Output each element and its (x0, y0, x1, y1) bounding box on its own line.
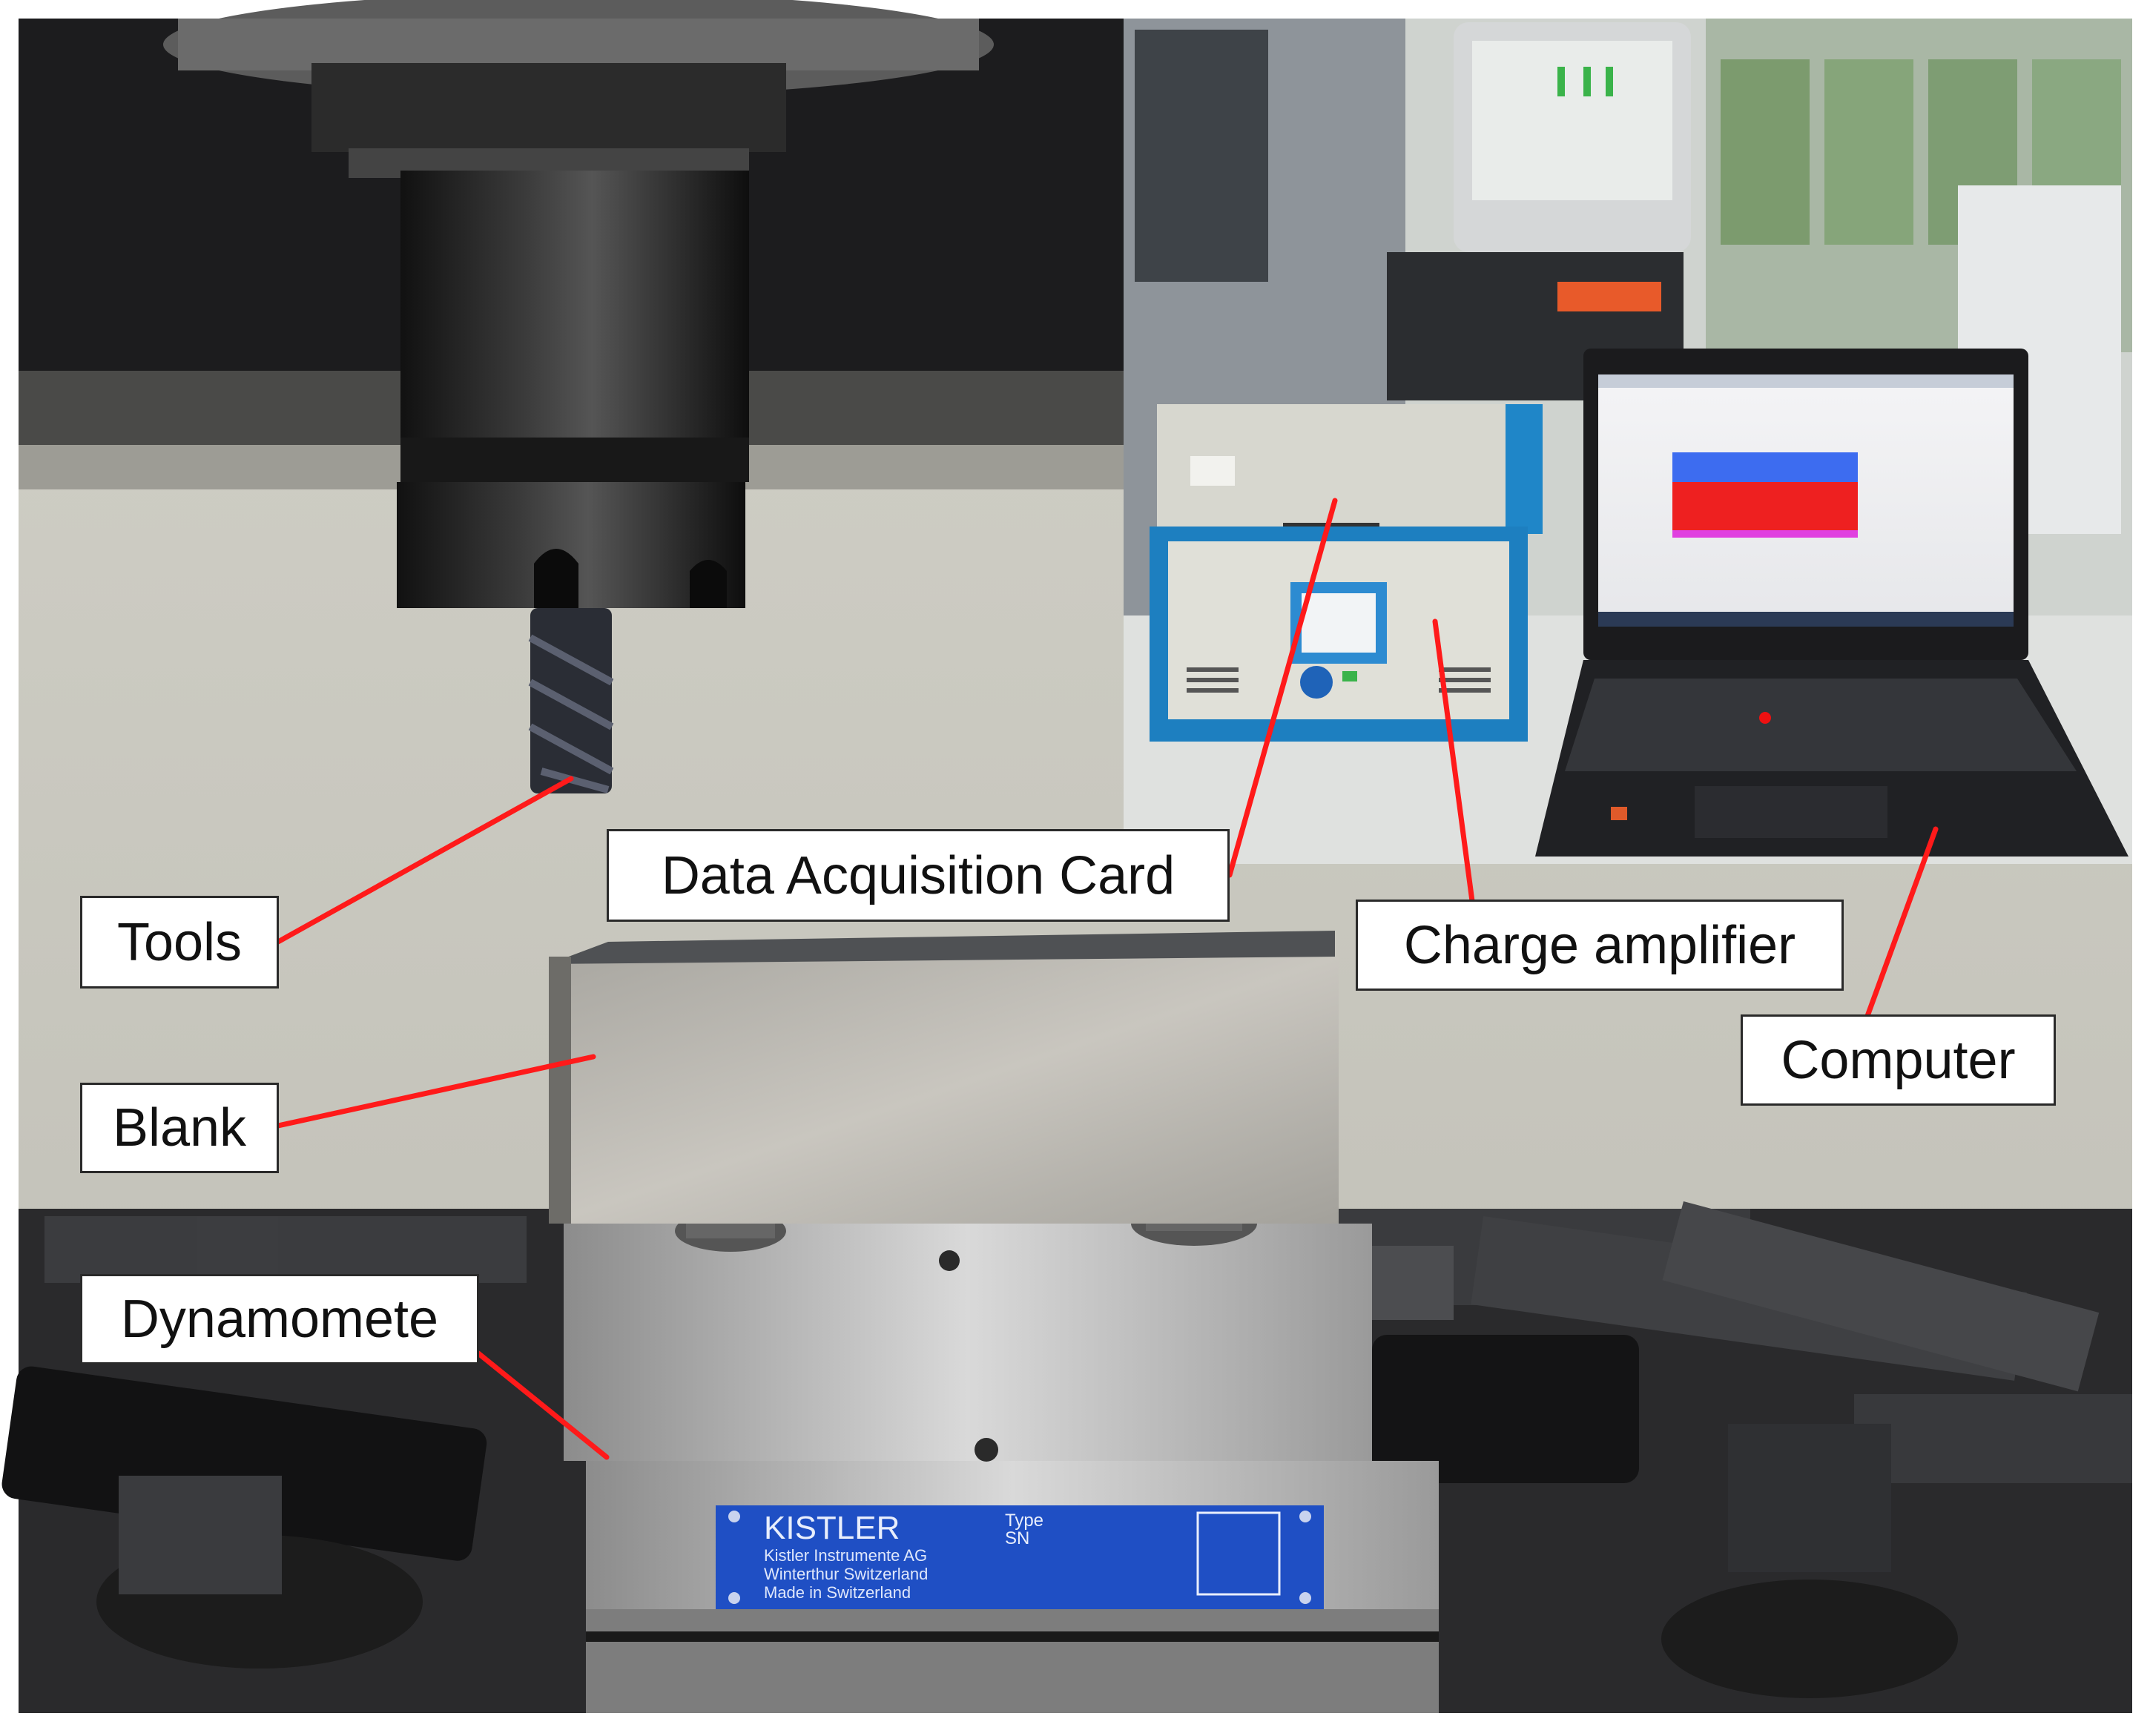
blank-workpiece (549, 931, 1339, 1224)
callout-lines (275, 498, 1939, 1460)
clamp-bolts (96, 1216, 1958, 1698)
callout-line-charge-amplifier (1432, 618, 1475, 904)
label-computer: Computer (1741, 1014, 2056, 1106)
laptop-computer (1535, 349, 2128, 857)
kistler-nameplate: KISTLER Type SN Kistler Instrumente AG W… (716, 1505, 1324, 1609)
label-tools: Tools (80, 896, 279, 989)
charge-amplifier-device (1150, 527, 1528, 742)
nameplate-maker: Kistler Instrumente AG (764, 1546, 927, 1565)
callout-line-tools (275, 776, 574, 945)
cutting-tool (528, 608, 614, 793)
spindle-head (163, 0, 994, 608)
nameplate-brand: KISTLER (764, 1510, 900, 1546)
label-data-acquisition-card: Data Acquisition Card (607, 829, 1230, 922)
callout-line-blank (275, 1054, 596, 1129)
label-charge-amplifier: Charge amplifier (1356, 900, 1844, 991)
callout-line-dynamometer (475, 1350, 610, 1460)
cnc-control-panel (1387, 22, 1691, 400)
nameplate-city: Winterthur Switzerland (764, 1565, 928, 1583)
callout-line-data-acquisition-card (1227, 498, 1338, 878)
nameplate-type-label: Type (1005, 1511, 1043, 1531)
label-dynamometer: Dynamomete (80, 1274, 479, 1364)
callout-line-computer (1864, 826, 1939, 1019)
nameplate-sn-label: SN (1005, 1528, 1029, 1548)
dynamometer-body (564, 1201, 1439, 1713)
nameplate-origin: Made in Switzerland (764, 1583, 911, 1602)
label-blank: Blank (80, 1083, 279, 1173)
data-acquisition-card-device (1157, 404, 1543, 534)
